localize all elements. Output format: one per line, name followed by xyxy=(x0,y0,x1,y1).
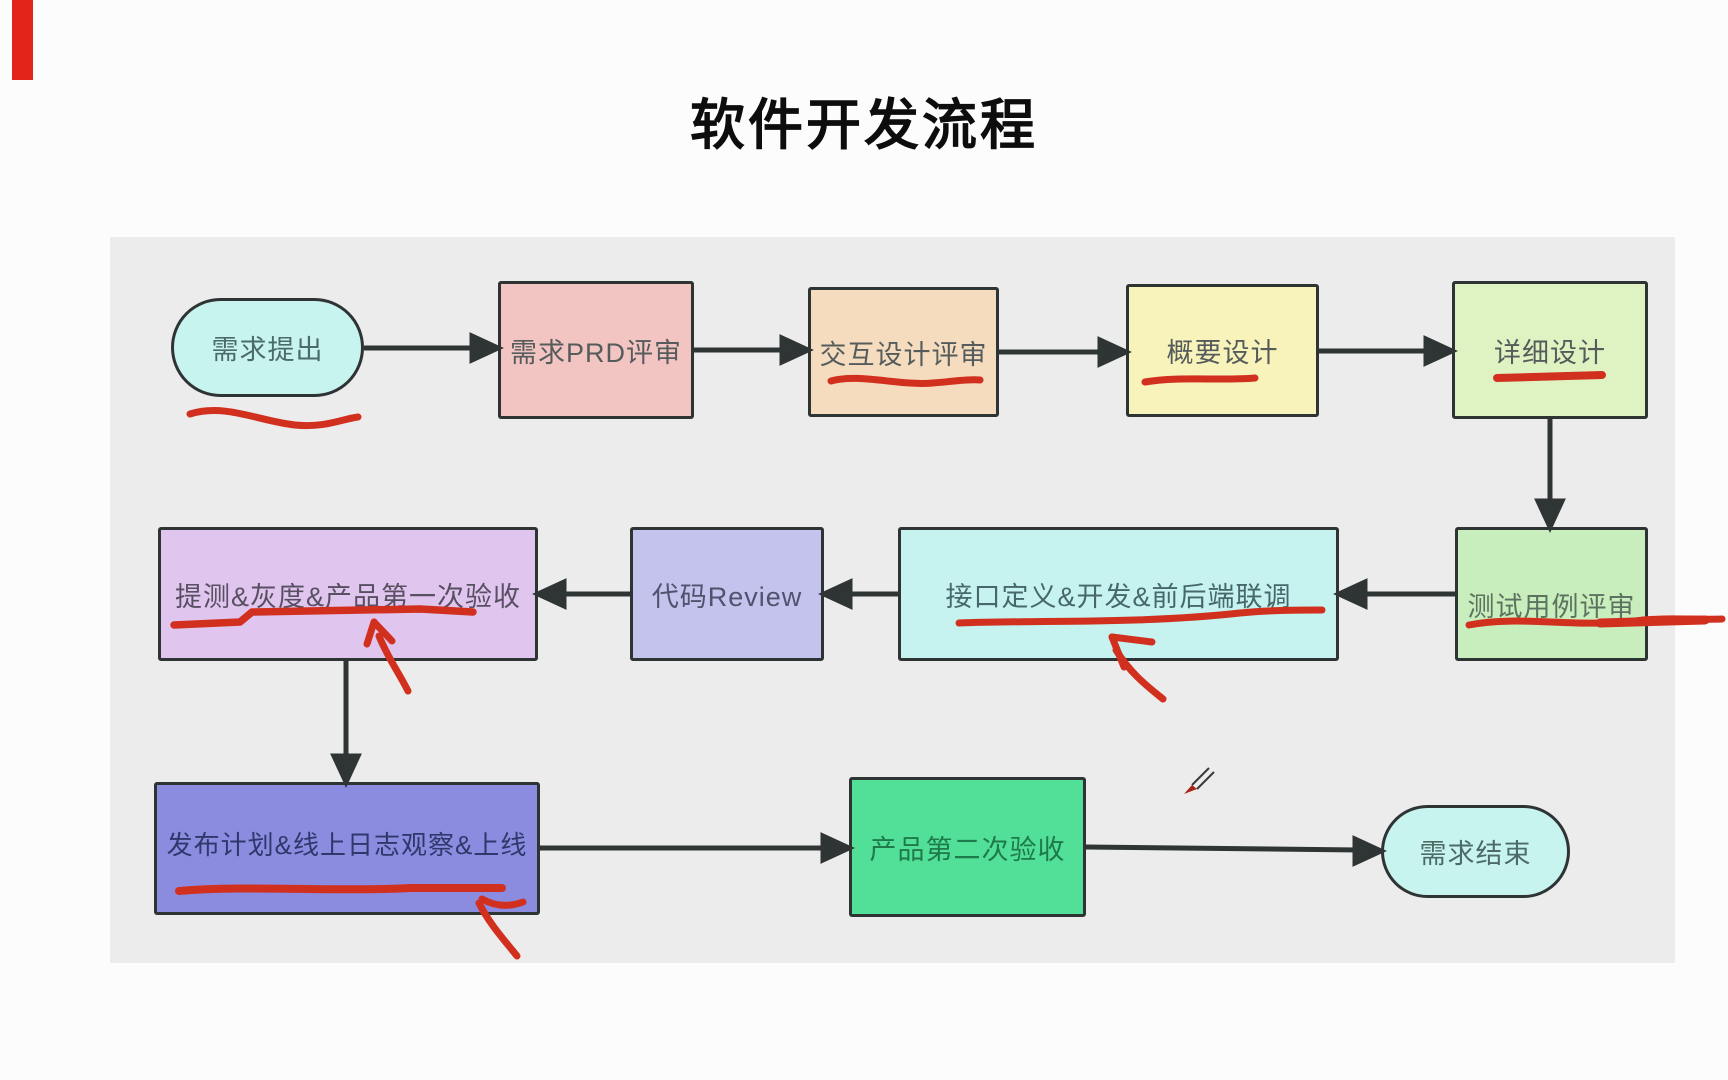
node-second-acceptance[interactable]: 产品第二次验收 xyxy=(849,777,1086,917)
node-outline-design[interactable]: 概要设计 xyxy=(1126,284,1319,417)
node-detail-design[interactable]: 详细设计 xyxy=(1452,281,1648,419)
node-test-case-review[interactable]: 测试用例评审 xyxy=(1455,527,1648,661)
node-code-review-label: 代码Review xyxy=(651,581,803,612)
node-prd-review-label: 需求PRD评审 xyxy=(509,337,682,368)
node-staging-acceptance[interactable]: 提测&灰度&产品第一次验收 xyxy=(158,527,538,661)
node-end[interactable]: 需求结束 xyxy=(1381,805,1570,898)
red-corner-bar xyxy=(12,0,33,80)
node-start-label: 需求提出 xyxy=(211,335,324,365)
node-interaction-design-review[interactable]: 交互设计评审 xyxy=(808,287,999,417)
node-start[interactable]: 需求提出 xyxy=(171,298,364,397)
node-api-dev-joint-debug-label: 接口定义&开发&前后端联调 xyxy=(945,581,1292,612)
node-code-review[interactable]: 代码Review xyxy=(630,527,824,661)
node-prd-review[interactable]: 需求PRD评审 xyxy=(498,281,694,419)
node-outline-design-label: 概要设计 xyxy=(1166,338,1279,368)
node-release-launch-label: 发布计划&线上日志观察&上线 xyxy=(166,830,528,860)
page-title: 软件开发流程 xyxy=(689,94,1038,156)
node-second-acceptance-label: 产品第二次验收 xyxy=(869,834,1066,865)
node-release-launch[interactable]: 发布计划&线上日志观察&上线 xyxy=(154,782,540,915)
node-interaction-design-review-label: 交互设计评审 xyxy=(819,339,988,370)
node-test-case-review-label: 测试用例评审 xyxy=(1467,592,1636,622)
node-detail-design-label: 详细设计 xyxy=(1494,337,1606,368)
node-staging-acceptance-label: 提测&灰度&产品第一次验收 xyxy=(174,581,522,612)
node-api-dev-joint-debug[interactable]: 接口定义&开发&前后端联调 xyxy=(898,527,1339,661)
node-end-label: 需求结束 xyxy=(1419,839,1532,869)
